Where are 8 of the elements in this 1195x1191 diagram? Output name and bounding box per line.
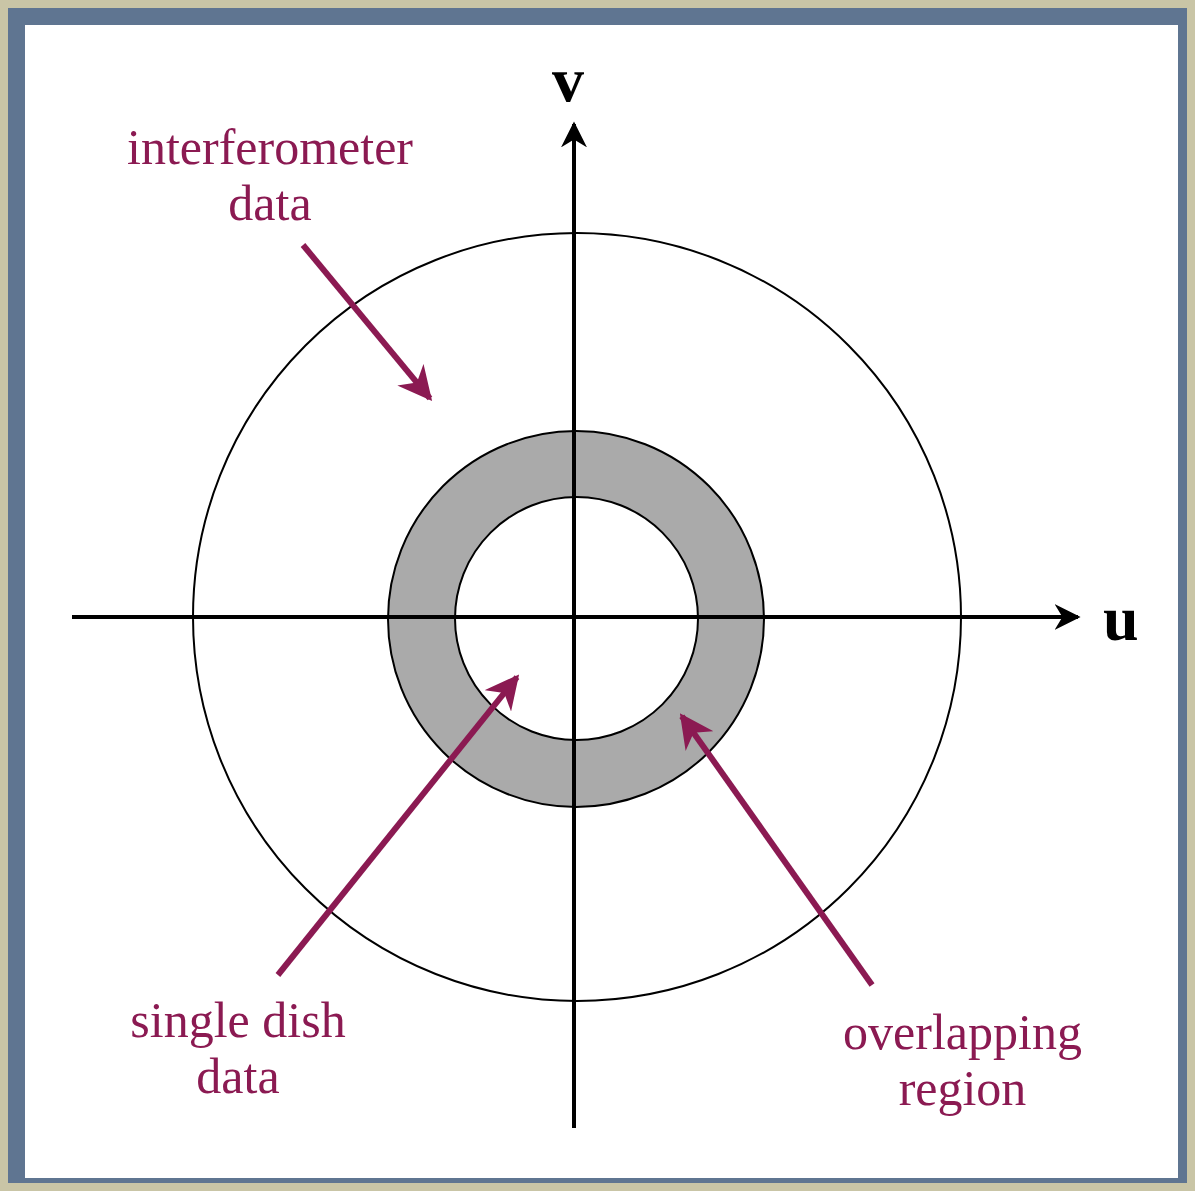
annotation-text: single dish data	[88, 975, 388, 1120]
axis-label: v	[552, 48, 584, 112]
leader-line	[300, 243, 433, 401]
annotation-text: interferometer data	[105, 105, 435, 245]
leader-line	[679, 713, 875, 987]
axis-label: u	[1103, 587, 1139, 651]
leader-line	[275, 674, 520, 977]
annotation-text: overlapping region	[795, 985, 1130, 1135]
